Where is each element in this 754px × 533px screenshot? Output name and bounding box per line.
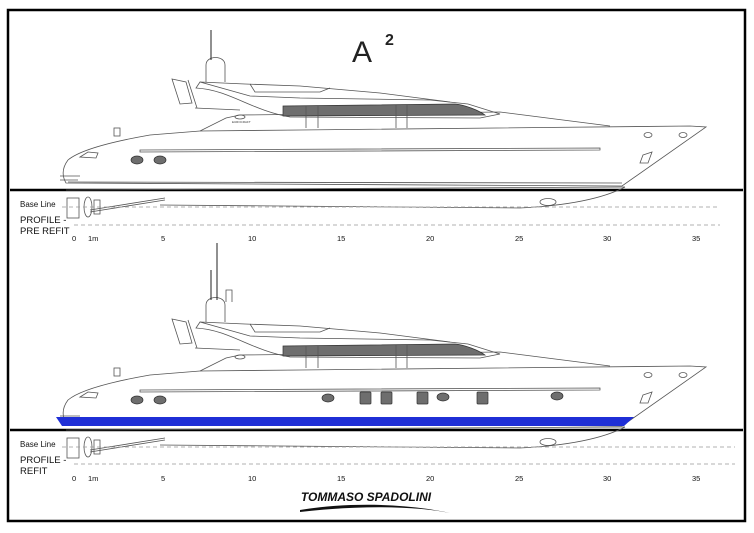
profile-label: PRE REFIT — [20, 226, 70, 237]
drawing-title-superscript: 2 — [385, 32, 394, 49]
tick-label: 30 — [603, 234, 611, 243]
drawing-title: A — [352, 36, 372, 69]
tick-label-unit: 1m — [88, 474, 98, 483]
tick-label: 20 — [426, 474, 434, 483]
base-line-label: Base Line — [20, 440, 56, 449]
yacht-profile-pre-refit: EUROCRAFT Base Line PROFILE - PRE REFIT … — [10, 29, 743, 243]
tick-label: 15 — [337, 234, 345, 243]
tick-label: 25 — [515, 234, 523, 243]
tick-label-unit: 1m — [88, 234, 98, 243]
tick-label: 10 — [248, 234, 256, 243]
brand-logo: EUROCRAFT — [232, 120, 251, 124]
tick-label: 5 — [161, 474, 165, 483]
tick-label: 35 — [692, 234, 700, 243]
designer-signature: TOMMASO SPADOLINI — [301, 490, 432, 504]
profile-label: PROFILE - — [20, 215, 66, 226]
antifouling-band — [56, 417, 634, 426]
drawing-frame — [6, 8, 747, 523]
tick-label: 30 — [603, 474, 611, 483]
tick-label: 35 — [692, 474, 700, 483]
tick-label: 15 — [337, 474, 345, 483]
tick-label: 0 — [72, 474, 76, 483]
tick-label: 0 — [72, 234, 76, 243]
scale-ticks: 0 1m 5 10 15 20 25 30 35 — [72, 234, 700, 243]
yacht-profile-refit: Base Line PROFILE - REFIT 0 1m 5 10 15 2… — [10, 243, 743, 483]
profile-label: REFIT — [20, 466, 48, 477]
tick-label: 10 — [248, 474, 256, 483]
tick-label: 20 — [426, 234, 434, 243]
tick-label: 5 — [161, 234, 165, 243]
profile-label: PROFILE - — [20, 455, 66, 466]
signature-swoosh — [300, 504, 450, 513]
base-line-label: Base Line — [20, 200, 56, 209]
scale-ticks: 0 1m 5 10 15 20 25 30 35 — [72, 474, 700, 483]
tick-label: 25 — [515, 474, 523, 483]
